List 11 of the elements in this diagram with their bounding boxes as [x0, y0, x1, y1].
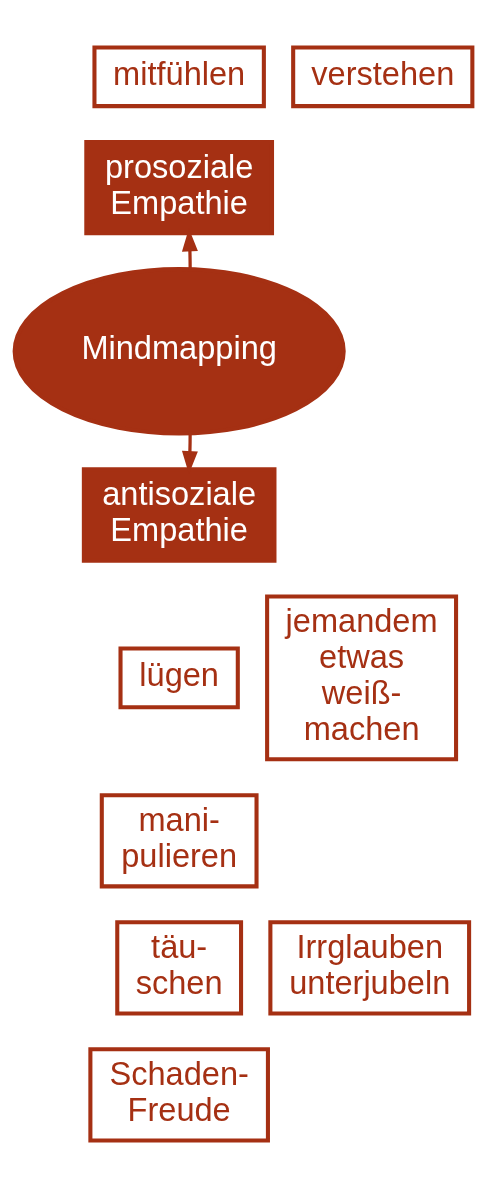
node-box: mitfühlen — [92, 45, 266, 109]
node-box: prosoziale Empathie — [84, 139, 275, 236]
node-box: täu- schen — [115, 920, 244, 1016]
node-box: Irrglauben unterjubeln — [268, 920, 472, 1016]
node-box: jemandem etwas weiß- machen — [265, 594, 459, 762]
node-ellipse: Mindmapping — [12, 267, 346, 436]
node-box: mani- pulieren — [99, 793, 259, 889]
node-box: verstehen — [291, 45, 475, 109]
node-box: antisoziale Empathie — [81, 467, 277, 563]
node-box: lügen — [118, 646, 240, 710]
node-box: Schaden- Freude — [88, 1047, 270, 1143]
